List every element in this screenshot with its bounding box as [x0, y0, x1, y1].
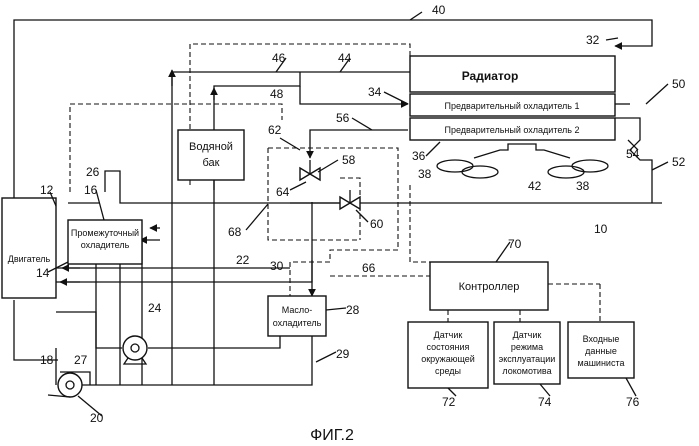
svg-text:56: 56 — [336, 111, 350, 125]
precooler-1-label: Предварительный охладитель 1 — [445, 101, 580, 111]
svg-text:46: 46 — [272, 51, 286, 65]
svg-text:52: 52 — [672, 155, 686, 169]
ambient-sensor-block: Датчик состояния окружающей среды — [408, 322, 488, 388]
svg-text:28: 28 — [346, 303, 360, 317]
water-tank-label-2: бак — [203, 157, 220, 169]
water-tank-label-1: Водяной — [189, 141, 233, 153]
svg-text:режима: режима — [511, 342, 543, 352]
svg-text:38: 38 — [418, 167, 432, 181]
locomotive-mode-sensor-block: Датчик режима эксплуатации локомотива — [494, 322, 560, 384]
svg-text:34: 34 — [368, 85, 382, 99]
intercooler-label-1: Промежуточный — [71, 228, 139, 238]
pump-20 — [48, 373, 82, 397]
svg-text:окружающей: окружающей — [421, 354, 475, 364]
svg-text:29: 29 — [336, 347, 350, 361]
figure-caption: ФИГ.2 — [310, 427, 354, 444]
oil-cooler-block: Масло- охладитель — [268, 296, 326, 336]
intercooler-block: Промежуточный охладитель — [68, 220, 142, 264]
svg-text:58: 58 — [342, 153, 356, 167]
oil-cooler-label-2: охладитель — [273, 318, 322, 328]
svg-text:машиниста: машиниста — [578, 358, 625, 368]
svg-text:64: 64 — [276, 185, 290, 199]
svg-text:36: 36 — [412, 149, 426, 163]
svg-text:эксплуатации: эксплуатации — [499, 354, 556, 364]
fan-assembly — [437, 144, 608, 178]
svg-text:18: 18 — [40, 353, 54, 367]
valve-60 — [340, 190, 360, 209]
precooler-2-label: Предварительный охладитель 2 — [445, 125, 580, 135]
controller-block: Контроллер — [430, 262, 548, 310]
pump-24 — [123, 336, 147, 364]
svg-text:32: 32 — [586, 33, 600, 47]
svg-text:10: 10 — [594, 222, 608, 236]
engine-label: Двигатель — [8, 254, 51, 264]
svg-text:27: 27 — [74, 353, 88, 367]
svg-text:50: 50 — [672, 77, 686, 91]
oil-cooler-label-1: Масло- — [282, 305, 312, 315]
svg-text:72: 72 — [442, 395, 456, 409]
water-tank-block: Водяной бак — [178, 130, 244, 180]
svg-text:48: 48 — [270, 87, 284, 101]
svg-text:Входные: Входные — [583, 334, 620, 344]
svg-text:70: 70 — [508, 237, 522, 251]
svg-text:30: 30 — [270, 259, 284, 273]
svg-text:26: 26 — [86, 165, 100, 179]
svg-text:74: 74 — [538, 395, 552, 409]
svg-text:14: 14 — [36, 266, 50, 280]
radiator-label: Радиатор — [462, 69, 519, 83]
engine-block: Двигатель — [2, 198, 56, 298]
svg-text:состояния: состояния — [427, 342, 470, 352]
precooler-2-block: Предварительный охладитель 2 — [410, 118, 615, 140]
svg-text:22: 22 — [236, 253, 250, 267]
svg-text:20: 20 — [90, 411, 104, 425]
svg-text:42: 42 — [528, 179, 542, 193]
svg-text:локомотива: локомотива — [502, 366, 551, 376]
svg-text:68: 68 — [228, 225, 242, 239]
svg-text:данные: данные — [585, 346, 617, 356]
radiator-block: Радиатор — [410, 56, 615, 92]
svg-text:Датчик: Датчик — [513, 330, 542, 340]
valve-58 — [300, 160, 320, 180]
svg-text:66: 66 — [362, 261, 376, 275]
svg-text:76: 76 — [626, 395, 640, 409]
svg-text:60: 60 — [370, 217, 384, 231]
svg-text:38: 38 — [576, 179, 590, 193]
svg-text:62: 62 — [268, 123, 282, 137]
svg-text:24: 24 — [148, 301, 162, 315]
intercooler-label-2: охладитель — [81, 240, 130, 250]
driver-input-block: Входные данные машиниста — [568, 322, 634, 378]
precooler-1-block: Предварительный охладитель 1 — [410, 94, 615, 116]
svg-text:среды: среды — [435, 366, 461, 376]
svg-text:40: 40 — [432, 3, 446, 17]
svg-text:Датчик: Датчик — [434, 330, 463, 340]
svg-text:16: 16 — [84, 183, 98, 197]
controller-label: Контроллер — [459, 281, 520, 293]
